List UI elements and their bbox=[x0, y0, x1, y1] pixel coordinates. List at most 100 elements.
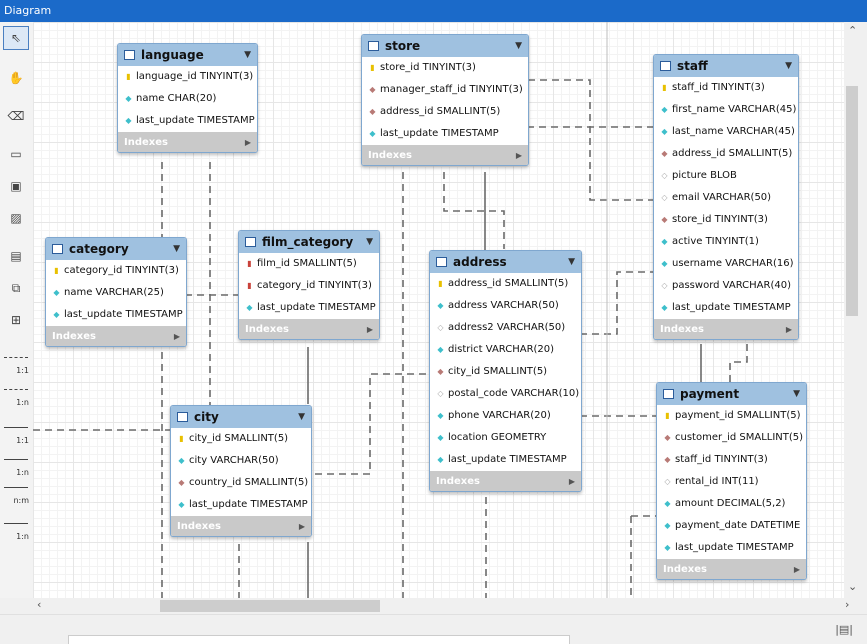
column-row[interactable]: ◆last_update TIMESTAMP bbox=[657, 537, 806, 559]
column-row[interactable]: ◆username VARCHAR(16) bbox=[654, 253, 798, 275]
column-row[interactable]: ◆last_name VARCHAR(45) bbox=[654, 121, 798, 143]
expand-indexes-icon[interactable]: ▶ bbox=[173, 331, 180, 341]
scroll-up-icon[interactable]: ⌃ bbox=[848, 24, 858, 37]
column-row[interactable]: ◆last_update TIMESTAMP bbox=[171, 494, 311, 516]
collapse-arrow-icon[interactable]: ▼ bbox=[244, 50, 251, 60]
column-row[interactable]: ◆last_update TIMESTAMP bbox=[654, 297, 798, 319]
column-row[interactable]: ▮address_id SMALLINT(5) bbox=[430, 273, 581, 295]
column-row[interactable]: ◆city_id SMALLINT(5) bbox=[430, 361, 581, 383]
routine-tool[interactable]: ⊞ bbox=[3, 308, 29, 332]
column-row[interactable]: ◆country_id SMALLINT(5) bbox=[171, 472, 311, 494]
column-row[interactable]: ◆location GEOMETRY bbox=[430, 427, 581, 449]
expand-indexes-icon[interactable]: ▶ bbox=[568, 476, 575, 486]
pointer-tool[interactable]: ⇖ bbox=[3, 26, 29, 50]
expand-indexes-icon[interactable]: ▶ bbox=[785, 324, 792, 334]
entity-header[interactable]: store▼ bbox=[362, 35, 528, 57]
entity-staff[interactable]: staff▼▮staff_id TINYINT(3)◆first_name VA… bbox=[653, 54, 799, 340]
column-row[interactable]: ◆staff_id TINYINT(3) bbox=[657, 449, 806, 471]
entity-header[interactable]: language▼ bbox=[118, 44, 257, 66]
entity-header[interactable]: film_category▼ bbox=[239, 231, 379, 253]
column-row[interactable]: ◆address VARCHAR(50) bbox=[430, 295, 581, 317]
column-row[interactable]: ◆name CHAR(20) bbox=[118, 88, 257, 110]
expand-indexes-icon[interactable]: ▶ bbox=[515, 150, 522, 160]
column-row[interactable]: ▮language_id TINYINT(3) bbox=[118, 66, 257, 88]
column-row[interactable]: ◇address2 VARCHAR(50) bbox=[430, 317, 581, 339]
expand-indexes-icon[interactable]: ▶ bbox=[366, 324, 373, 334]
column-row[interactable]: ▮payment_id SMALLINT(5) bbox=[657, 405, 806, 427]
column-row[interactable]: ◆address_id SMALLINT(5) bbox=[362, 101, 528, 123]
column-row[interactable]: ◆first_name VARCHAR(45) bbox=[654, 99, 798, 121]
indexes-section[interactable]: Indexes▶ bbox=[654, 319, 798, 339]
column-row[interactable]: ◆last_update TIMESTAMP bbox=[362, 123, 528, 145]
column-row[interactable]: ▮film_id SMALLINT(5) bbox=[239, 253, 379, 275]
output-field[interactable] bbox=[68, 635, 570, 644]
indexes-section[interactable]: Indexes▶ bbox=[362, 145, 528, 165]
collapse-arrow-icon[interactable]: ▼ bbox=[366, 237, 373, 247]
table-tool[interactable]: ▤ bbox=[3, 244, 29, 268]
collapse-arrow-icon[interactable]: ▼ bbox=[785, 61, 792, 71]
column-row[interactable]: ◆city VARCHAR(50) bbox=[171, 450, 311, 472]
indexes-section[interactable]: Indexes▶ bbox=[171, 516, 311, 536]
indexes-section[interactable]: Indexes▶ bbox=[239, 319, 379, 339]
indexes-section[interactable]: Indexes▶ bbox=[46, 326, 186, 346]
expand-indexes-icon[interactable]: ▶ bbox=[793, 564, 800, 574]
column-row[interactable]: ◆manager_staff_id TINYINT(3) bbox=[362, 79, 528, 101]
hand-tool[interactable]: ✋ bbox=[3, 66, 29, 90]
column-row[interactable]: ◆district VARCHAR(20) bbox=[430, 339, 581, 361]
entity-header[interactable]: category▼ bbox=[46, 238, 186, 260]
column-row[interactable]: ▮category_id TINYINT(3) bbox=[239, 275, 379, 297]
vertical-scrollbar[interactable]: ⌃ ⌄ bbox=[844, 22, 861, 598]
horizontal-scrollbar[interactable]: ‹ › bbox=[33, 598, 861, 614]
collapse-arrow-icon[interactable]: ▼ bbox=[173, 244, 180, 254]
column-row[interactable]: ◇postal_code VARCHAR(10) bbox=[430, 383, 581, 405]
collapse-arrow-icon[interactable]: ▼ bbox=[793, 389, 800, 399]
entity-address[interactable]: address▼▮address_id SMALLINT(5)◆address … bbox=[429, 250, 582, 492]
entity-store[interactable]: store▼▮store_id TINYINT(3)◆manager_staff… bbox=[361, 34, 529, 166]
collapse-arrow-icon[interactable]: ▼ bbox=[515, 41, 522, 51]
entity-header[interactable]: address▼ bbox=[430, 251, 581, 273]
indexes-section[interactable]: Indexes▶ bbox=[118, 132, 257, 152]
scroll-right-icon[interactable]: › bbox=[845, 598, 850, 611]
expand-indexes-icon[interactable]: ▶ bbox=[244, 137, 251, 147]
entity-category[interactable]: category▼▮category_id TINYINT(3)◆name VA… bbox=[45, 237, 187, 347]
view-tool[interactable]: ⧉ bbox=[3, 276, 29, 300]
rel-1-1-nonidentifying[interactable]: 1:1 bbox=[2, 348, 30, 376]
column-row[interactable]: ◆address_id SMALLINT(5) bbox=[654, 143, 798, 165]
indexes-section[interactable]: Indexes▶ bbox=[657, 559, 806, 579]
expand-indexes-icon[interactable]: ▶ bbox=[298, 521, 305, 531]
column-row[interactable]: ◆name VARCHAR(25) bbox=[46, 282, 186, 304]
scroll-left-icon[interactable]: ‹ bbox=[37, 598, 42, 611]
entity-film-category[interactable]: film_category▼▮film_id SMALLINT(5)▮categ… bbox=[238, 230, 380, 340]
column-row[interactable]: ▮category_id TINYINT(3) bbox=[46, 260, 186, 282]
panel-toggle-icon[interactable]: |▤| bbox=[835, 623, 853, 636]
column-row[interactable]: ◆payment_date DATETIME bbox=[657, 515, 806, 537]
scroll-down-icon[interactable]: ⌄ bbox=[848, 580, 858, 593]
column-row[interactable]: ◇email VARCHAR(50) bbox=[654, 187, 798, 209]
collapse-arrow-icon[interactable]: ▼ bbox=[568, 257, 575, 267]
column-row[interactable]: ◇picture BLOB bbox=[654, 165, 798, 187]
column-row[interactable]: ◇password VARCHAR(40) bbox=[654, 275, 798, 297]
rel-1-n-identifying[interactable]: 1:n bbox=[2, 450, 30, 478]
column-row[interactable]: ◇rental_id INT(11) bbox=[657, 471, 806, 493]
column-row[interactable]: ◆last_update TIMESTAMP bbox=[239, 297, 379, 319]
column-row[interactable]: ◆last_update TIMESTAMP bbox=[430, 449, 581, 471]
image-tool[interactable]: ▨ bbox=[3, 206, 29, 230]
entity-header[interactable]: city▼ bbox=[171, 406, 311, 428]
column-row[interactable]: ◆last_update TIMESTAMP bbox=[46, 304, 186, 326]
horizontal-scroll-thumb[interactable] bbox=[160, 600, 380, 612]
rel-1-n-existing[interactable]: 1:n bbox=[2, 514, 30, 542]
column-row[interactable]: ◆phone VARCHAR(20) bbox=[430, 405, 581, 427]
column-row[interactable]: ▮staff_id TINYINT(3) bbox=[654, 77, 798, 99]
collapse-arrow-icon[interactable]: ▼ bbox=[298, 412, 305, 422]
diagram-canvas[interactable]: language▼▮language_id TINYINT(3)◆name CH… bbox=[33, 22, 844, 598]
column-row[interactable]: ▮store_id TINYINT(3) bbox=[362, 57, 528, 79]
eraser-tool[interactable]: ⌫ bbox=[3, 104, 29, 128]
rel-1-n-nonidentifying[interactable]: 1:n bbox=[2, 380, 30, 408]
column-row[interactable]: ◆customer_id SMALLINT(5) bbox=[657, 427, 806, 449]
column-row[interactable]: ◆amount DECIMAL(5,2) bbox=[657, 493, 806, 515]
entity-payment[interactable]: payment▼▮payment_id SMALLINT(5)◆customer… bbox=[656, 382, 807, 580]
column-row[interactable]: ◆store_id TINYINT(3) bbox=[654, 209, 798, 231]
layer-tool[interactable]: ▭ bbox=[3, 142, 29, 166]
entity-header[interactable]: staff▼ bbox=[654, 55, 798, 77]
vertical-scroll-thumb[interactable] bbox=[846, 86, 858, 316]
